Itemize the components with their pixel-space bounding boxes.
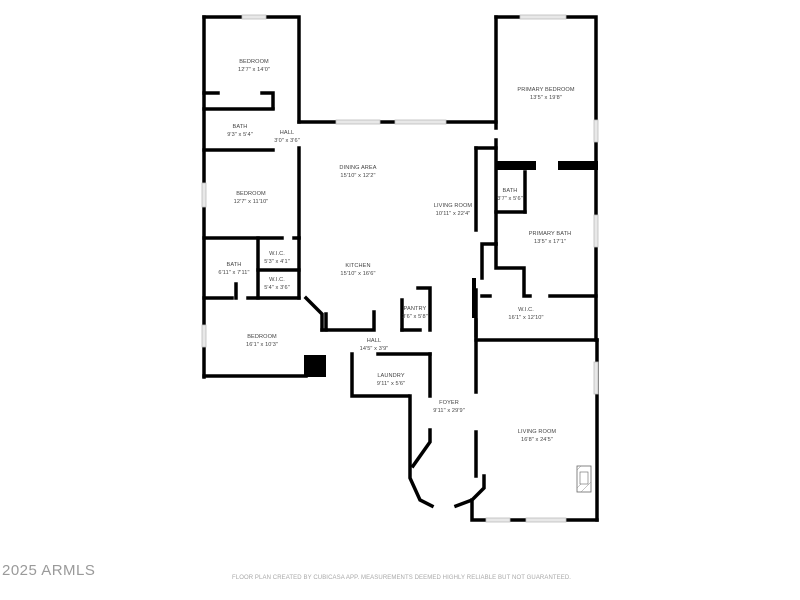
- room-name: BEDROOM: [247, 334, 277, 340]
- room-name: HALL: [279, 130, 295, 136]
- room-name: LAUNDRY: [377, 373, 405, 379]
- room-dimensions: 3'7" x 5'6": [497, 196, 523, 202]
- room-name: BATH: [232, 124, 248, 130]
- room-name: BATH: [502, 188, 518, 194]
- room-name: BEDROOM: [239, 59, 269, 65]
- room-label-living-room-center: LIVING ROOM 10'11" x 22'4": [434, 202, 472, 218]
- room-dimensions: 6'11" x 7'11": [218, 270, 250, 276]
- room-name: BEDROOM: [236, 191, 266, 197]
- room-label-wic-2: W.I.C. 5'4" x 3'6": [264, 276, 290, 292]
- room-label-primary-bath: PRIMARY BATH 13'5" x 17'1": [529, 230, 572, 246]
- room-name: PRIMARY BATH: [528, 231, 572, 237]
- room-dimensions: 13'5" x 17'1": [534, 239, 566, 245]
- room-dimensions: 15'10" x 12'2": [340, 173, 376, 179]
- room-dimensions: 3'0" x 3'6": [274, 138, 300, 144]
- room-name: PANTRY: [403, 306, 427, 312]
- windows: [201, 14, 599, 523]
- room-dimensions: 15'10" x 16'6": [340, 271, 376, 277]
- room-name: HALL: [366, 338, 382, 344]
- room-name: W.I.C.: [269, 251, 285, 257]
- room-name: LIVING ROOM: [517, 429, 557, 435]
- room-dimensions: 13'5" x 19'8": [530, 95, 562, 101]
- room-name: LIVING ROOM: [433, 203, 473, 209]
- room-dimensions: 5'4" x 3'6": [264, 285, 290, 291]
- room-dimensions: 16'1" x 12'10": [508, 315, 544, 321]
- disclaimer-text: FLOOR PLAN CREATED BY CUBICASA APP. MEAS…: [232, 575, 572, 581]
- room-label-bath-w: BATH 6'11" x 7'11": [218, 261, 249, 277]
- room-name: W.I.C.: [269, 277, 285, 283]
- fireplace-icon: [576, 465, 592, 493]
- room-dimensions: 9'3" x 5'4": [227, 132, 253, 138]
- room-dimensions: 16'1" x 10'3": [246, 342, 278, 348]
- room-label-bedroom-nw: BEDROOM 12'7" x 14'0": [238, 58, 270, 74]
- room-dimensions: 12'7" x 11'10": [233, 199, 269, 205]
- room-label-dining-area: DINING AREA 15'10" x 12'2": [339, 164, 376, 180]
- room-name: PRIMARY BEDROOM: [517, 87, 575, 93]
- room-name: DINING AREA: [339, 165, 377, 171]
- room-label-hall-n: HALL 3'0" x 3'6": [274, 129, 300, 145]
- room-dimensions: 14'5" x 3'9": [359, 346, 389, 352]
- room-label-living-room-se: LIVING ROOM 16'8" x 24'5": [518, 428, 556, 444]
- room-name: W.I.C.: [518, 307, 534, 313]
- room-label-kitchen: KITCHEN 15'10" x 16'6": [340, 262, 375, 278]
- room-label-primary-bedroom: PRIMARY BEDROOM 13'5" x 19'8": [517, 86, 574, 102]
- room-name: KITCHEN: [345, 263, 371, 269]
- room-label-wic-1: W.I.C. 5'3" x 4'1": [264, 250, 290, 266]
- room-label-bath-e: BATH 3'7" x 5'6": [497, 187, 523, 203]
- thick-wall-blocks: [304, 161, 598, 377]
- room-dimensions: 5'3" x 4'1": [264, 259, 290, 265]
- room-label-bedroom-w: BEDROOM 12'7" x 11'10": [234, 190, 269, 206]
- room-name: BATH: [226, 262, 242, 268]
- room-dimensions: 12'7" x 14'0": [238, 67, 270, 73]
- room-label-hall-s: HALL 14'5" x 3'9": [360, 337, 389, 353]
- room-name: FOYER: [439, 400, 459, 406]
- room-label-laundry: LAUNDRY 9'11" x 5'6": [377, 372, 405, 388]
- room-dimensions: 10'11" x 22'4": [435, 211, 471, 217]
- room-dimensions: 9'11" x 29'9": [433, 408, 465, 414]
- room-label-pantry: PANTRY 3'6" x 5'8": [402, 305, 428, 321]
- room-label-bedroom-sw: BEDROOM 16'1" x 10'3": [246, 333, 278, 349]
- room-label-bath-nw: BATH 9'3" x 5'4": [227, 123, 253, 139]
- room-dimensions: 16'8" x 24'5": [521, 437, 553, 443]
- room-dimensions: 3'6" x 5'8": [402, 314, 428, 320]
- room-label-wic-primary: W.I.C. 16'1" x 12'10": [508, 306, 543, 322]
- walls: [202, 15, 599, 522]
- room-dimensions: 9'11" x 5'6": [376, 381, 406, 387]
- room-label-foyer: FOYER 9'11" x 29'9": [433, 399, 465, 415]
- copyright-watermark: 2025 ARMLS: [2, 562, 96, 579]
